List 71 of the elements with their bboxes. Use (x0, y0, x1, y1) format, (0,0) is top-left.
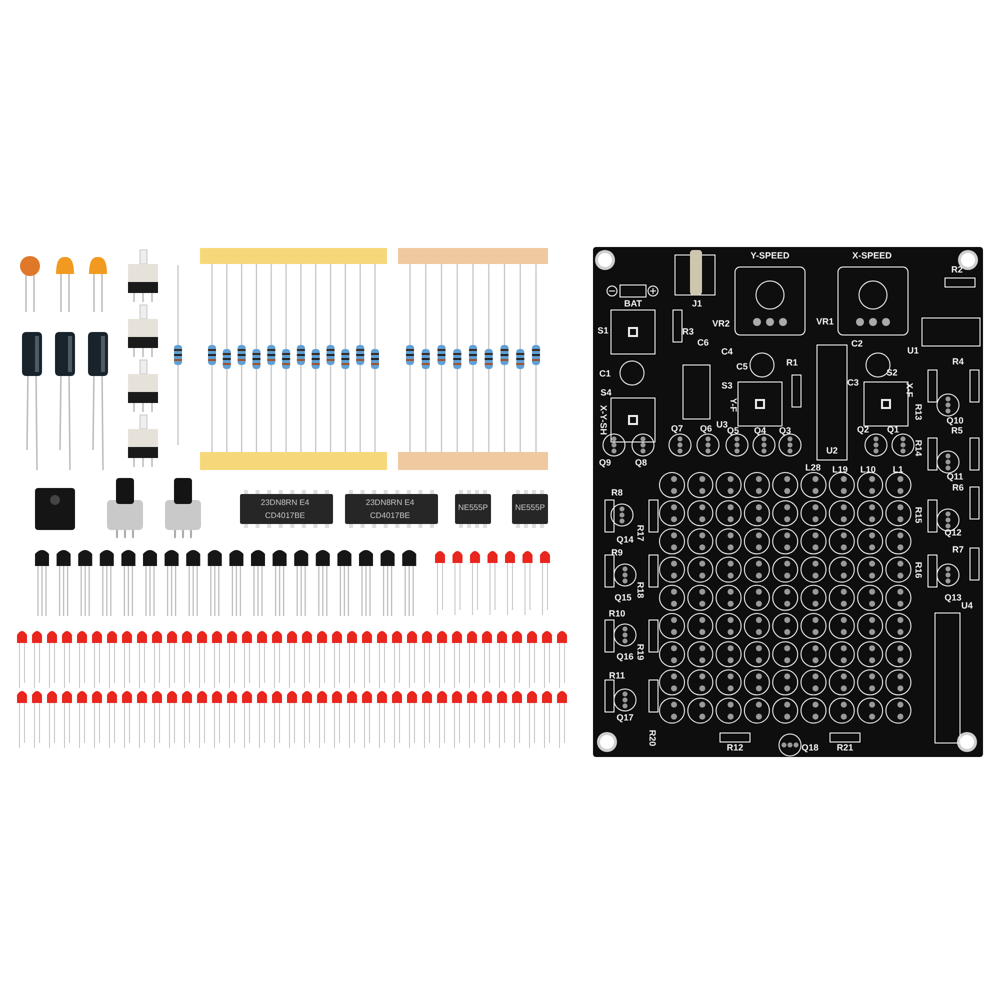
silkscreen-label: C2 (851, 340, 863, 348)
silkscreen-label: R14 (914, 440, 922, 456)
silkscreen-label: Q3 (779, 426, 791, 436)
silkscreen-label: L28 (805, 464, 821, 472)
silkscreen-label: X-SPEED (852, 252, 892, 260)
silkscreen-label: U4 (961, 602, 973, 610)
silkscreen-label: C5 (736, 362, 748, 372)
silkscreen-label: Q12 (944, 528, 962, 538)
chip-marking: CD4017BE (264, 512, 306, 520)
silkscreen-label: R6 (952, 484, 964, 492)
silkscreen-label: Y-SPEED (750, 252, 790, 260)
silkscreen-label: L10 (860, 466, 876, 474)
silkscreen-label: VR1 (816, 318, 834, 326)
silkscreen-label: Q9 (599, 458, 611, 468)
silkscreen-label: U1 (907, 346, 919, 356)
silkscreen-label: Q11 (946, 472, 964, 482)
silkscreen-label: VR2 (712, 320, 730, 328)
silkscreen-label: X-Y-SH (598, 405, 608, 435)
silkscreen-label: R19 (636, 644, 644, 660)
silkscreen-label: Q16 (616, 652, 634, 662)
silkscreen-label: Q1 (887, 426, 899, 434)
silkscreen-label: Q13 (944, 594, 962, 602)
silkscreen-label: L1 (892, 466, 904, 474)
silkscreen-label: R13 (914, 404, 922, 420)
silkscreen-label: S1 (598, 326, 608, 336)
silkscreen-label: Q6 (700, 424, 712, 434)
chip-marking: NE555P (458, 504, 488, 512)
silkscreen-label: Q17 (616, 714, 634, 722)
silkscreen-label: R8 (611, 488, 623, 498)
silkscreen-label: R4 (952, 358, 964, 366)
chip-marking: CD4017BE (370, 512, 410, 520)
silkscreen-label: R11 (609, 672, 625, 680)
silkscreen-label: C4 (721, 348, 733, 356)
silkscreen-label: L19 (832, 466, 848, 474)
chip-marking: 23DN8RN E4 (366, 499, 414, 507)
silkscreen-label: Q5 (727, 426, 739, 436)
silkscreen-label: C3 (847, 378, 859, 388)
silkscreen-label: U3 (716, 420, 728, 430)
silkscreen-label: Q18 (802, 744, 818, 752)
silkscreen-label: R2 (951, 266, 963, 274)
silkscreen-label: R17 (636, 524, 644, 542)
silkscreen-label: Y-F (728, 398, 738, 412)
silkscreen-label: R5 (951, 426, 963, 436)
silkscreen-label: R9 (611, 548, 623, 558)
silkscreen-label: R21 (836, 744, 854, 752)
chip-marking: NE555P (515, 504, 545, 512)
silkscreen-label: Q10 (946, 416, 964, 426)
silkscreen-label: R7 (952, 546, 964, 554)
silkscreen-label: R10 (608, 610, 626, 618)
silkscreen-label: Q15 (614, 594, 632, 602)
silkscreen-label: Q14 (616, 536, 634, 544)
silkscreen-label: J1 (692, 300, 702, 308)
silkscreen-label: S4 (600, 388, 612, 398)
silkscreen-label: R12 (726, 744, 744, 752)
silkscreen-label: R1 (786, 358, 798, 368)
silkscreen-label: C6 (697, 338, 709, 348)
silkscreen-label: S2 (886, 368, 898, 378)
chip-marking: 23DN8RN E4 (260, 499, 310, 507)
silkscreen-label: R16 (914, 562, 922, 578)
silkscreen-label: Q4 (754, 426, 766, 436)
silkscreen-label: Q2 (857, 426, 869, 434)
silkscreen-label: C1 (599, 370, 611, 378)
silkscreen-label: R20 (648, 730, 656, 746)
silkscreen-label: R18 (636, 582, 644, 598)
silkscreen-label: R15 (914, 506, 922, 524)
silkscreen-label: Q7 (671, 424, 683, 434)
silkscreen-label: S3 (722, 382, 732, 390)
silkscreen-label: R3 (682, 328, 694, 336)
silkscreen-label: U2 (826, 446, 838, 456)
silkscreen-label: BAT (624, 300, 642, 308)
silkscreen-label: Q8 (635, 458, 647, 468)
